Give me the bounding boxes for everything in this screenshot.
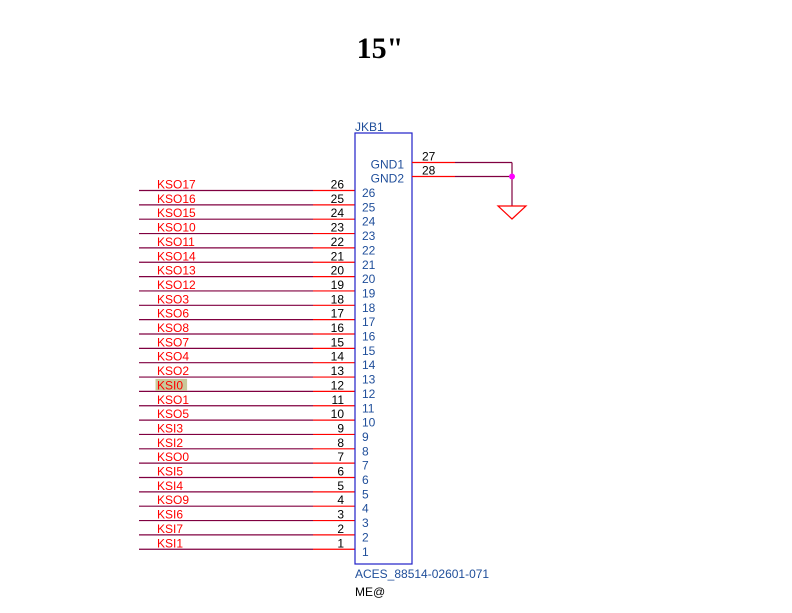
pin-number: 18	[331, 292, 345, 306]
pin-number: 15	[331, 335, 345, 349]
pin-name: 16	[362, 330, 376, 344]
net-label: KSO14	[157, 249, 196, 263]
pin-name: 18	[362, 301, 376, 315]
pin-name: 1	[362, 545, 369, 559]
pin-name: 9	[362, 430, 369, 444]
pin-name: 2	[362, 530, 369, 544]
pin-number: 24	[331, 206, 345, 220]
net-label: KSO8	[157, 321, 189, 335]
pin-number: 16	[331, 321, 345, 335]
connector-bom-option: ME@	[355, 585, 385, 599]
pin-name: 8	[362, 444, 369, 458]
net-label: KSO0	[157, 450, 189, 464]
pin-number: 17	[331, 307, 345, 321]
pin-number: 13	[331, 364, 345, 378]
net-label: KSI1	[157, 536, 183, 550]
gnd-pin-number: 28	[422, 164, 436, 178]
pin-name: 6	[362, 473, 369, 487]
net-label: KSO2	[157, 364, 189, 378]
pin-name: 15	[362, 344, 376, 358]
pin-name: 3	[362, 516, 369, 530]
connector-body	[354, 132, 413, 565]
pin-name: 7	[362, 459, 369, 473]
net-label: KSO6	[157, 307, 189, 321]
page-title: 15"	[356, 32, 404, 65]
pin-name: 26	[362, 186, 376, 200]
net-label: KSI4	[157, 479, 183, 493]
net-label: KSI6	[157, 508, 183, 522]
wires-layer	[139, 189, 355, 550]
connector-part-number: ACES_88514-02601-071	[355, 567, 489, 581]
net-label: KSO10	[157, 221, 196, 235]
gnd-pin-name: GND1	[371, 158, 405, 172]
pin-number: 19	[331, 278, 345, 292]
pin-number: 26	[331, 178, 345, 192]
pin-number: 1	[337, 536, 344, 550]
pin-number: 4	[337, 493, 344, 507]
net-label: KSO5	[157, 407, 189, 421]
net-label: KSI0	[157, 378, 183, 392]
net-label-highlight	[155, 378, 188, 391]
pin-number: 25	[331, 192, 345, 206]
junction-dot	[509, 173, 515, 180]
net-label: KSO11	[157, 235, 195, 249]
connector-refdes: JKB1	[355, 120, 384, 134]
net-label: KSI3	[157, 421, 183, 435]
pin-name: 20	[362, 272, 376, 286]
pin-number: 5	[337, 479, 344, 493]
pin-number: 9	[337, 421, 344, 435]
net-label: KSO15	[157, 206, 196, 220]
pin-number: 20	[331, 264, 345, 278]
pin-number: 6	[337, 465, 344, 479]
pin-name: 24	[362, 215, 376, 229]
net-label: KSO7	[157, 335, 189, 349]
pin-name: 10	[362, 416, 376, 430]
ground-symbol-icon	[496, 205, 528, 220]
pin-number: 22	[331, 235, 345, 249]
pin-name: 5	[362, 487, 369, 501]
net-label: KSO1	[157, 393, 189, 407]
pin-name: 4	[362, 502, 369, 516]
pin-name: 19	[362, 286, 376, 300]
net-label: KSI7	[157, 522, 183, 536]
pin-name: 13	[362, 373, 376, 387]
pin-number: 7	[337, 450, 344, 464]
pin-number: 10	[331, 407, 345, 421]
net-label: KSO3	[157, 292, 189, 306]
pin-number: 14	[331, 350, 345, 364]
pin-number: 12	[331, 378, 345, 392]
pin-name: 17	[362, 315, 376, 329]
pin-name: 11	[362, 401, 375, 415]
pin-number: 21	[331, 249, 345, 263]
net-label: KSO4	[157, 350, 189, 364]
pin-name: 22	[362, 243, 376, 257]
pin-number: 2	[337, 522, 344, 536]
gnd-pin-name: GND2	[371, 172, 405, 186]
pin-number: 8	[337, 436, 344, 450]
net-label: KSO16	[157, 192, 196, 206]
pin-name: 23	[362, 229, 376, 243]
net-label: KSO13	[157, 264, 196, 278]
net-label: KSO12	[157, 278, 196, 292]
net-label: KSI5	[157, 465, 183, 479]
net-label: KSO17	[157, 178, 196, 192]
gnd-pin-number: 27	[422, 150, 436, 164]
pin-number: 23	[331, 221, 345, 235]
pin-number: 3	[337, 508, 344, 522]
pin-name: 14	[362, 358, 376, 372]
pin-name: 25	[362, 200, 376, 214]
pin-name: 12	[362, 387, 376, 401]
pin-number: 11	[332, 393, 345, 407]
net-label: KSO9	[157, 493, 189, 507]
net-label: KSI2	[157, 436, 183, 450]
pin-name: 21	[362, 258, 376, 272]
